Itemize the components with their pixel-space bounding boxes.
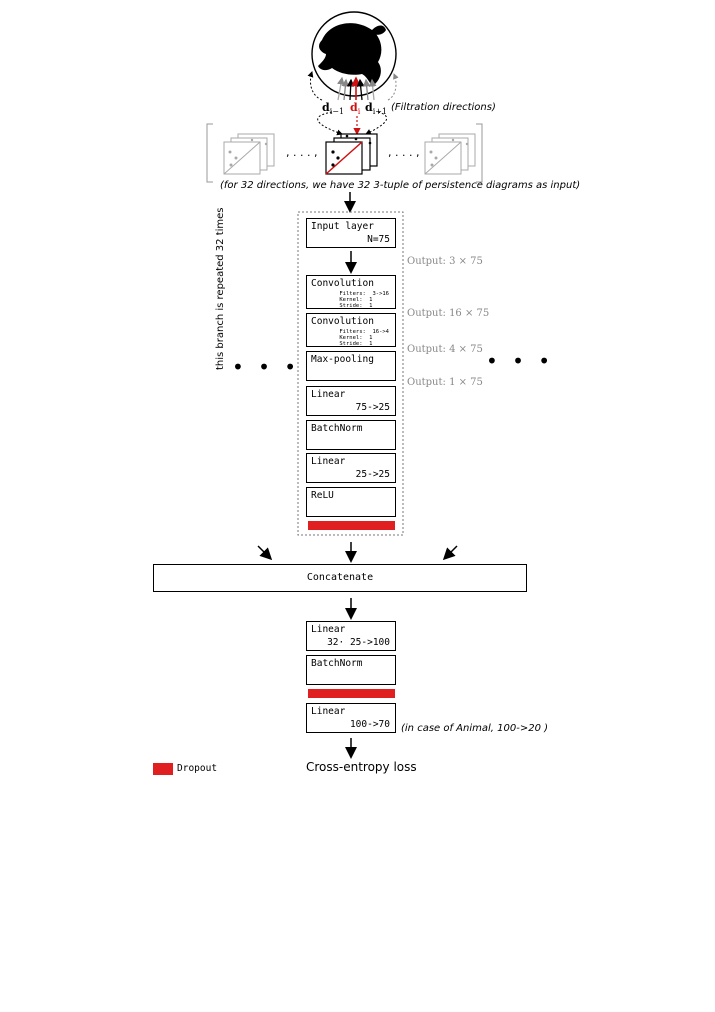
head-linear2-title: Linear bbox=[311, 706, 346, 717]
branch-linear1-box: Linear 75->25 bbox=[306, 386, 396, 416]
branch-batchnorm-box: BatchNorm bbox=[306, 420, 396, 450]
head-linear2-box: Linear 100->70 bbox=[306, 703, 396, 733]
direction-label-current: di bbox=[350, 101, 361, 117]
head-linear1-box: Linear 32· 25->100 bbox=[306, 621, 396, 651]
head-linear1-title: Linear bbox=[311, 624, 346, 635]
conv1-title: Convolution bbox=[311, 278, 374, 289]
direction-label-next: di+1 bbox=[365, 101, 388, 117]
head-batchnorm-box: BatchNorm bbox=[306, 655, 396, 685]
maxpool-box: Max-pooling bbox=[306, 351, 396, 381]
output-label-1: Output: 3 × 75 bbox=[407, 256, 483, 267]
tuple-separator-left: , . . . , bbox=[286, 146, 318, 159]
head-dropout-bar bbox=[308, 689, 395, 698]
input-caption: (for 32 directions, we have 32 3-tuple o… bbox=[220, 180, 581, 191]
concatenate-box: Concatenate bbox=[153, 564, 527, 592]
branch-dropout-bar bbox=[308, 521, 395, 530]
tuple-separator-right: , . . . , bbox=[388, 146, 420, 159]
side-dots-left: • • • bbox=[232, 355, 301, 379]
head-linear1-note: 32· 25->100 bbox=[327, 637, 390, 648]
animal-note: (in case of Animal, 100->20 ) bbox=[401, 723, 549, 734]
input-layer-box: Input layer N=75 bbox=[306, 218, 396, 248]
relu-title: ReLU bbox=[311, 490, 334, 501]
conv1-specs: Filters: 3->16 Kernel: 1 Stride: 1 bbox=[339, 291, 389, 309]
direction-label-prev: di−1 bbox=[322, 101, 345, 117]
input-layer-note: N=75 bbox=[367, 234, 390, 245]
conv1-box: Convolution Filters: 3->16 Kernel: 1 Str… bbox=[306, 275, 396, 309]
conv2-title: Convolution bbox=[311, 316, 374, 327]
turtle-silhouette bbox=[318, 23, 386, 86]
conv2-specs: Filters: 16->4 Kernel: 1 Stride: 1 bbox=[339, 329, 389, 347]
output-label-3: Output: 4 × 75 bbox=[407, 344, 483, 355]
maxpool-title: Max-pooling bbox=[311, 354, 374, 365]
output-label-4: Output: 1 × 75 bbox=[407, 377, 483, 388]
branch-linear1-title: Linear bbox=[311, 389, 346, 400]
filtration-caption: (Filtration directions) bbox=[391, 102, 496, 113]
head-linear2-note: 100->70 bbox=[349, 719, 390, 730]
branch-linear2-box: Linear 25->25 bbox=[306, 453, 396, 483]
branch-container bbox=[297, 211, 404, 536]
branch-linear2-title: Linear bbox=[311, 456, 346, 467]
branch-repeat-label: this branch is repeated 32 times bbox=[215, 207, 226, 370]
branch-batchnorm-title: BatchNorm bbox=[311, 423, 363, 434]
loss-label: Cross-entropy loss bbox=[306, 760, 417, 774]
branch-linear1-note: 75->25 bbox=[355, 402, 390, 413]
conv2-box: Convolution Filters: 16->4 Kernel: 1 Str… bbox=[306, 313, 396, 347]
relu-box: ReLU bbox=[306, 487, 396, 517]
legend-dropout-swatch bbox=[153, 763, 173, 775]
side-dots-right: • • • bbox=[486, 349, 555, 373]
branch-linear2-note: 25->25 bbox=[355, 469, 390, 480]
head-batchnorm-title: BatchNorm bbox=[311, 658, 363, 669]
legend-dropout-label: Dropout bbox=[177, 763, 218, 774]
input-layer-title: Input layer bbox=[311, 221, 374, 232]
output-label-2: Output: 16 × 75 bbox=[407, 308, 490, 319]
